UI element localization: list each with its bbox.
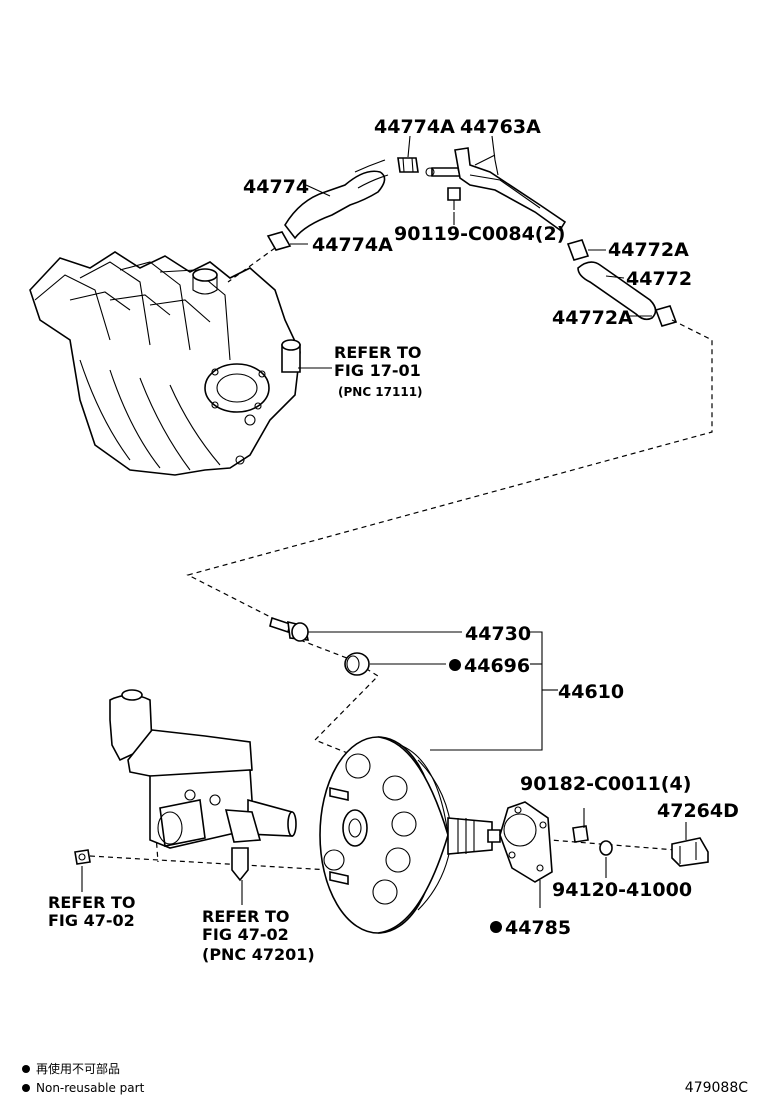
label-90182: 90182-C0011(4) [520, 773, 691, 795]
label-44785: 44785 [505, 917, 571, 939]
label-47264D: 47264D [657, 800, 739, 822]
non-reusable-dot-44696 [449, 659, 461, 671]
legend-dot-jp [22, 1065, 30, 1073]
master-cylinder-drawing [74, 689, 297, 882]
label-44772: 44772 [626, 268, 692, 290]
grommet-44696 [344, 652, 370, 676]
clip-47264D [671, 837, 709, 867]
legend-english: Non-reusable part [36, 1081, 145, 1095]
label-94120: 94120-41000 [552, 879, 692, 901]
routing-line-mounting [89, 855, 331, 871]
ref-intake-line3: (PNC 17111) [338, 385, 423, 399]
ref-left-line2: FIG 47-02 [48, 911, 135, 930]
non-reusable-dot-44785 [490, 921, 502, 933]
label-44774A-bottom: 44774A [312, 234, 393, 256]
ref-left-line1: REFER TO [48, 893, 136, 912]
label-44696: 44696 [464, 655, 530, 677]
ref-intake-line1: REFER TO [334, 343, 422, 362]
routing-line-upper [227, 247, 276, 283]
leader-lines [81, 135, 687, 908]
spacer-94120 [599, 840, 613, 856]
check-valve-44730 [269, 616, 310, 642]
label-44610: 44610 [558, 681, 624, 703]
label-44774A-top: 44774A [374, 116, 455, 138]
clip-44774A-top [397, 157, 419, 173]
label-44763A: 44763A [460, 116, 541, 138]
ref-intake-line2: FIG 17-01 [334, 361, 421, 380]
routing-line-grommet [299, 639, 379, 757]
ref-master-line2: FIG 47-02 [202, 925, 289, 944]
intake-manifold-drawing [29, 251, 301, 476]
label-44774: 44774 [243, 176, 309, 198]
brake-booster-44610 [319, 736, 501, 934]
ref-master-line1: REFER TO [202, 907, 290, 926]
clip-44772A-bottom [654, 305, 678, 327]
bracket-44763A [425, 147, 567, 232]
label-44772A-top: 44772A [608, 239, 689, 261]
hose-44772 [577, 261, 657, 321]
label-44730: 44730 [465, 623, 531, 645]
label-44772A-bottom: 44772A [552, 307, 633, 329]
legend-japanese: 再使用不可部品 [36, 1061, 120, 1076]
routing-line-main [186, 319, 713, 629]
clip-44774A-bottom [266, 231, 292, 251]
clip-44772A-top [566, 239, 590, 261]
figure-code: 479088C [685, 1080, 748, 1096]
label-90119: 90119-C0084(2) [394, 223, 565, 245]
gasket-44785 [499, 801, 553, 883]
legend-dot-en [22, 1084, 30, 1092]
hose-44774 [284, 159, 389, 240]
ref-master-line3: (PNC 47201) [202, 945, 315, 964]
nut-90182 [572, 825, 589, 843]
